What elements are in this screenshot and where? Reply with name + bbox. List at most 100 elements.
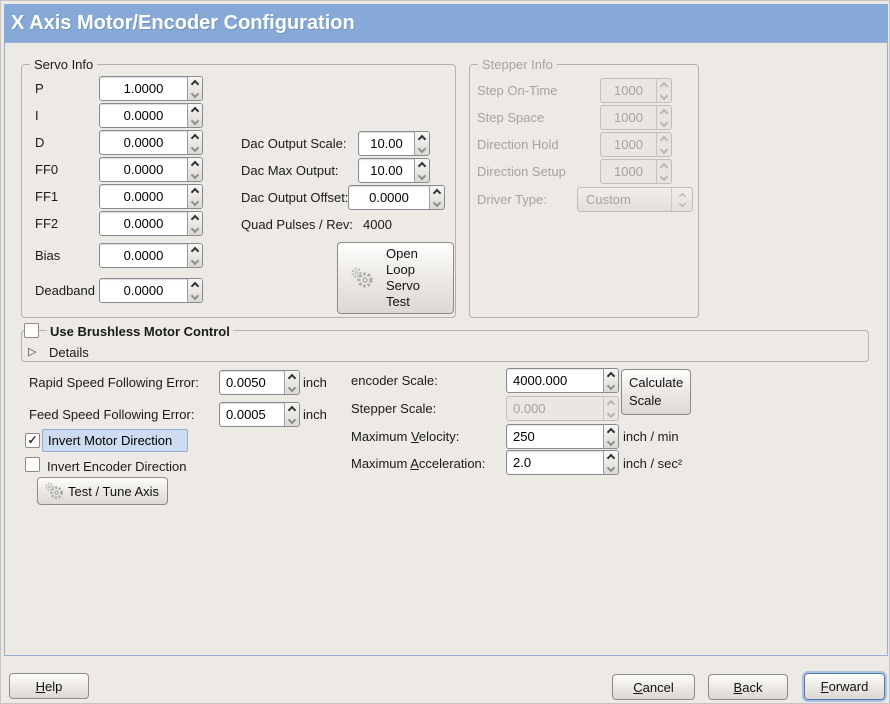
dac-output-scale-spinbox[interactable]: 10.00 — [358, 131, 430, 156]
spin-down-icon[interactable] — [190, 256, 200, 265]
spin-buttons[interactable] — [187, 104, 202, 127]
spin-value[interactable]: 0.0000 — [123, 216, 164, 231]
spin-up-icon[interactable] — [287, 373, 297, 382]
spin-value[interactable]: 0.0000 — [123, 189, 164, 204]
spin-buttons[interactable] — [414, 159, 429, 182]
encoder-scale-spinbox[interactable]: 4000.000 — [506, 368, 619, 393]
i-spinbox[interactable]: 0.0000 — [99, 103, 203, 128]
spin-buttons[interactable] — [284, 371, 299, 394]
forward-button[interactable]: Forward — [804, 673, 885, 700]
spin-up-icon[interactable] — [190, 79, 200, 88]
spin-value[interactable]: 0.0000 — [123, 283, 164, 298]
spin-buttons[interactable] — [284, 403, 299, 426]
spin-down-icon[interactable] — [190, 89, 200, 98]
spin-up-icon[interactable] — [432, 188, 442, 197]
ff1-spinbox[interactable]: 0.0000 — [99, 184, 203, 209]
calculate-scale-button[interactable]: Calculate Scale — [621, 369, 691, 415]
step-on-time-label: Step On-Time — [477, 83, 558, 98]
spin-value[interactable]: 0.0050 — [226, 375, 266, 390]
spin-value[interactable]: 0.0000 — [123, 162, 164, 177]
spin-up-icon[interactable] — [417, 134, 427, 143]
spin-buttons[interactable] — [603, 451, 618, 474]
feed-following-error-spinbox[interactable]: 0.0005 — [219, 402, 300, 427]
spin-up-icon[interactable] — [190, 214, 200, 223]
spin-buttons[interactable] — [187, 77, 202, 100]
spin-buttons[interactable] — [414, 132, 429, 155]
spin-up-icon[interactable] — [417, 161, 427, 170]
spin-buttons[interactable] — [187, 212, 202, 235]
spin-value[interactable]: 10.00 — [370, 163, 403, 178]
expander-triangle-icon[interactable]: ▷ — [28, 346, 37, 358]
cancel-button[interactable]: Cancel — [612, 674, 695, 700]
spin-buttons[interactable] — [187, 158, 202, 181]
spin-up-icon[interactable] — [190, 246, 200, 255]
spin-up-icon[interactable] — [287, 405, 297, 414]
spin-value[interactable]: 4000.000 — [513, 373, 568, 388]
spin-up-icon[interactable] — [190, 133, 200, 142]
help-button[interactable]: Help — [9, 673, 89, 699]
d-spinbox[interactable]: 0.0000 — [99, 130, 203, 155]
spin-down-icon[interactable] — [417, 144, 427, 153]
spin-down-icon[interactable] — [190, 291, 200, 300]
test-tune-axis-button[interactable]: Test / Tune Axis — [37, 477, 168, 505]
spin-buttons[interactable] — [187, 244, 202, 267]
spin-value[interactable]: 10.00 — [370, 136, 403, 151]
deadband-spinbox[interactable]: 0.0000 — [99, 278, 203, 303]
spin-down-icon[interactable] — [432, 198, 442, 207]
spin-buttons[interactable] — [187, 185, 202, 208]
spin-buttons[interactable] — [187, 131, 202, 154]
dac-output-offset-spinbox[interactable]: 0.0000 — [348, 185, 445, 210]
spin-value[interactable]: 0.0000 — [123, 135, 164, 150]
invert-motor-checkbox[interactable]: ✓ — [25, 433, 40, 448]
use-brushless-checkbox[interactable] — [24, 323, 39, 338]
rapid-following-error-spinbox[interactable]: 0.0050 — [219, 370, 300, 395]
dac-max-output-spinbox[interactable]: 10.00 — [358, 158, 430, 183]
spin-buttons[interactable] — [603, 369, 618, 392]
spin-value[interactable]: 2.0 — [513, 455, 532, 470]
spin-up-icon[interactable] — [606, 427, 616, 436]
p-spinbox[interactable]: 1.0000 — [99, 76, 203, 101]
spin-up-icon[interactable] — [606, 371, 616, 380]
spin-buttons[interactable] — [187, 279, 202, 302]
spin-down-icon[interactable] — [606, 437, 616, 446]
spin-buttons[interactable] — [429, 186, 444, 209]
spin-up-icon[interactable] — [606, 453, 616, 462]
invert-encoder-label[interactable]: Invert Encoder Direction — [47, 459, 187, 474]
open-loop-servo-test-button[interactable]: Open Loop Servo Test — [337, 242, 454, 314]
spin-down-icon[interactable] — [287, 415, 297, 424]
spin-down-icon[interactable] — [606, 381, 616, 390]
spin-down-icon[interactable] — [287, 383, 297, 392]
maximum-velocity-spinbox[interactable]: 250 — [506, 424, 619, 449]
spin-down-icon[interactable] — [190, 116, 200, 125]
ff2-spinbox[interactable]: 0.0000 — [99, 211, 203, 236]
details-expander-label[interactable]: Details — [49, 345, 89, 360]
bias-spinbox[interactable]: 0.0000 — [99, 243, 203, 268]
maximum-velocity-unit: inch / min — [623, 429, 679, 444]
spin-value[interactable]: 1.0000 — [123, 81, 164, 96]
spin-buttons[interactable] — [603, 425, 618, 448]
maximum-acceleration-unit: inch / sec² — [623, 456, 683, 471]
invert-motor-label[interactable]: Invert Motor Direction — [42, 429, 188, 452]
spin-value[interactable]: 0.0000 — [123, 108, 164, 123]
spin-down-icon[interactable] — [190, 170, 200, 179]
spin-up-icon[interactable] — [190, 106, 200, 115]
spin-down-icon[interactable] — [606, 463, 616, 472]
spin-up-icon[interactable] — [190, 281, 200, 290]
spin-up-icon[interactable] — [190, 187, 200, 196]
spin-value[interactable]: 0.0005 — [226, 407, 266, 422]
back-button[interactable]: Back — [708, 674, 788, 700]
spin-down-icon[interactable] — [190, 143, 200, 152]
spin-down-icon[interactable] — [417, 171, 427, 180]
spin-value[interactable]: 0.0000 — [369, 190, 409, 205]
test-tune-axis-label: Test / Tune Axis — [68, 483, 160, 499]
spin-up-icon[interactable] — [190, 160, 200, 169]
ff0-spinbox[interactable]: 0.0000 — [99, 157, 203, 182]
use-brushless-label[interactable]: Use Brushless Motor Control — [47, 324, 233, 339]
spin-value[interactable]: 0.0000 — [123, 248, 164, 263]
step-on-time-spinbox: 1000 — [600, 78, 672, 103]
spin-down-icon[interactable] — [190, 224, 200, 233]
spin-value[interactable]: 250 — [513, 429, 535, 444]
invert-encoder-checkbox[interactable] — [25, 457, 40, 472]
spin-down-icon[interactable] — [190, 197, 200, 206]
maximum-acceleration-spinbox[interactable]: 2.0 — [506, 450, 619, 475]
